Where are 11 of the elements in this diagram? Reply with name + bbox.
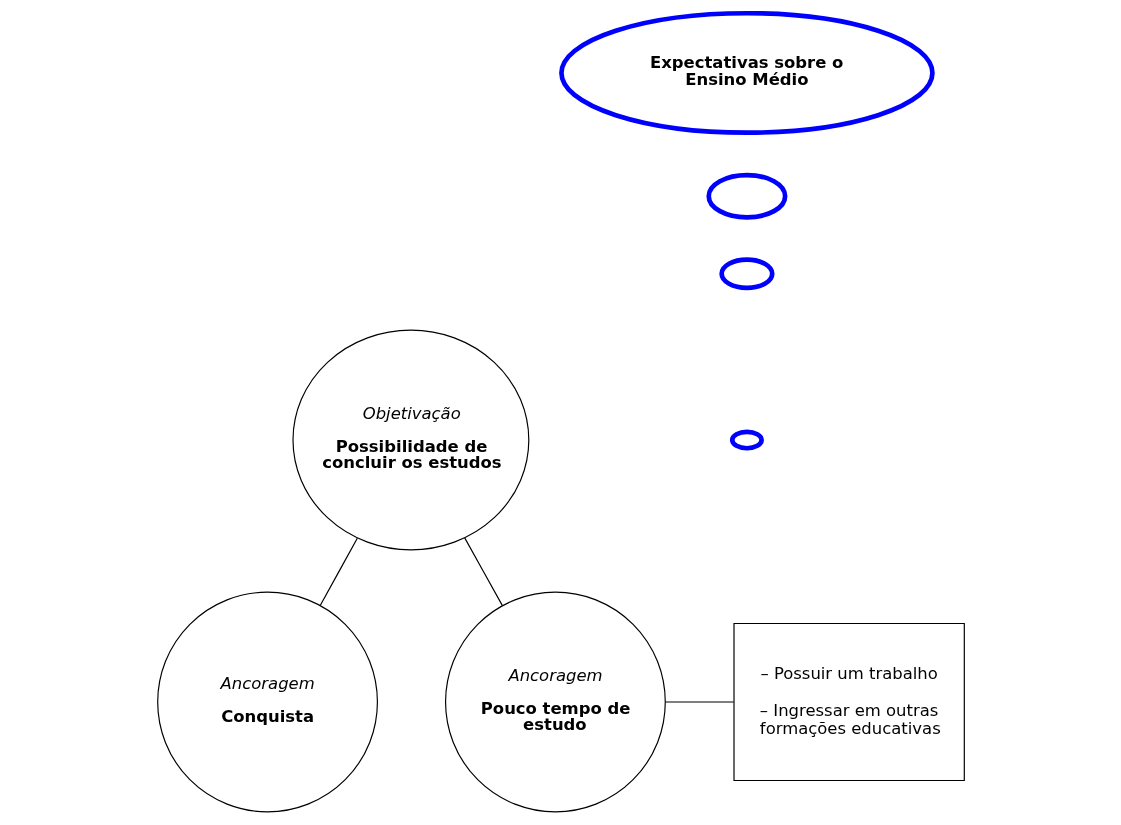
node-circle (729, 429, 764, 451)
node-circle: Ancoragem Conquista (156, 591, 378, 813)
node-circle (705, 172, 787, 220)
node-circle (718, 257, 775, 291)
node-circle: Ancoragem Pouco tempo de estudo (444, 591, 666, 813)
connector (463, 537, 503, 606)
connector (319, 537, 358, 606)
node-circle: Objetivação Possibilidade de concluir os estudos (291, 329, 529, 551)
node-box: – Possuir um trabalho – Ingressar em outras formações educativas (732, 622, 965, 782)
node-ellipse: Expectativas sobre o Ensino Médio (558, 10, 935, 135)
connector (664, 701, 734, 703)
